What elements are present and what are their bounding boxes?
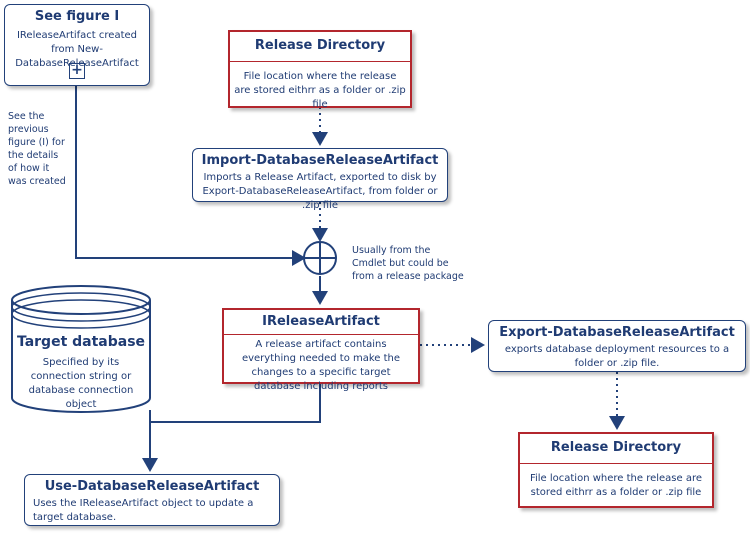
target-database-cylinder xyxy=(11,285,151,413)
use-title: Use-DatabaseReleaseArtifact xyxy=(44,479,260,494)
release-directory-top-text: File location where the release are stor… xyxy=(234,71,406,110)
plus-icon[interactable]: + xyxy=(69,63,85,79)
see-figure-title: See figure I xyxy=(34,9,120,24)
export-text: exports database deployment resources to… xyxy=(504,344,730,369)
release-directory-top-title: Release Directory xyxy=(254,38,386,53)
release-directory-bottom-text: File location where the release are stor… xyxy=(529,473,703,498)
ireleaseartifact-title: IReleaseArtifact xyxy=(262,314,380,329)
import-box: Import-DatabaseReleaseArtifact Imports a… xyxy=(192,148,448,211)
export-box: Export-DatabaseReleaseArtifact exports d… xyxy=(488,320,746,372)
release-directory-bottom: Release Directory File location where th… xyxy=(518,432,714,508)
target-database-title: Target database xyxy=(16,334,146,350)
connector-figure-to-junction xyxy=(75,86,306,266)
junction-note: Usually from the Cmdlet but could be fro… xyxy=(352,245,464,282)
use-box: Use-DatabaseReleaseArtifact Uses the IRe… xyxy=(24,474,280,526)
target-database-text: Specified by its connection string or da… xyxy=(28,357,134,410)
see-figure-box: See figure I IReleaseArtifact created fr… xyxy=(4,4,150,86)
ireleaseartifact-text: A release artifact contains everything n… xyxy=(241,339,401,392)
see-previous-note: See the previous figure (I) for the deta… xyxy=(8,111,66,187)
import-text: Imports a Release Artifact, exported to … xyxy=(202,172,438,211)
release-directory-bottom-title: Release Directory xyxy=(550,440,682,455)
import-title: Import-DatabaseReleaseArtifact xyxy=(201,153,439,168)
ireleaseartifact-box: IReleaseArtifact A release artifact cont… xyxy=(222,308,420,392)
release-directory-top: Release Directory File location where th… xyxy=(228,30,412,110)
connector-artifact-to-use xyxy=(142,384,321,472)
use-text: Uses the IReleaseArtifact object to upda… xyxy=(33,498,254,523)
export-title: Export-DatabaseReleaseArtifact xyxy=(499,325,735,340)
